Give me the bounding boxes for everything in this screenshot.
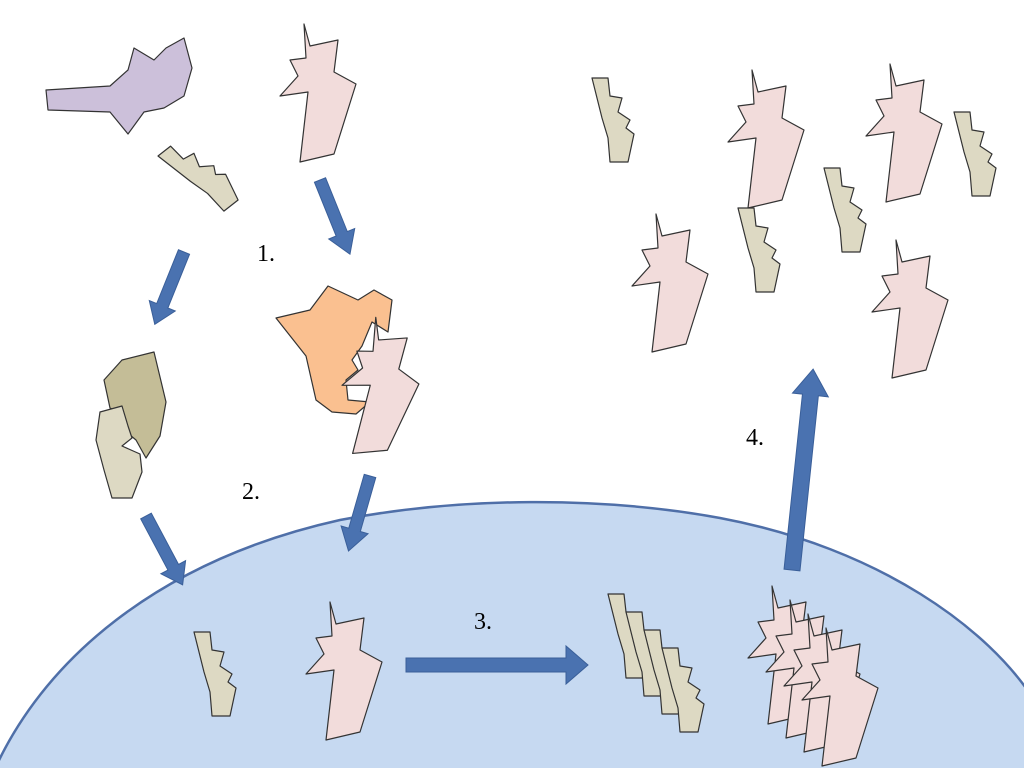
pink-spiky-shape — [279, 23, 357, 163]
arrow-into-cell-left — [140, 512, 187, 586]
arrow-step-3 — [405, 644, 589, 686]
orange-receptor — [275, 285, 393, 415]
purple-ligand-shape — [45, 37, 193, 135]
tan-notched-shape — [157, 129, 244, 223]
arrow-into-cell-right — [340, 473, 377, 552]
released-products — [591, 63, 997, 379]
arrow-down-right-1 — [313, 177, 356, 256]
step-label-3: 3. — [474, 609, 492, 635]
tan-notched-shape-bound — [95, 405, 143, 499]
arrow-step-4 — [783, 368, 830, 572]
step-label-4: 4. — [746, 425, 764, 451]
step-label-1: 1. — [257, 241, 275, 267]
cell-membrane — [0, 500, 1024, 768]
arrow-down-left-1 — [148, 249, 191, 326]
step-label-2: 2. — [242, 479, 260, 505]
